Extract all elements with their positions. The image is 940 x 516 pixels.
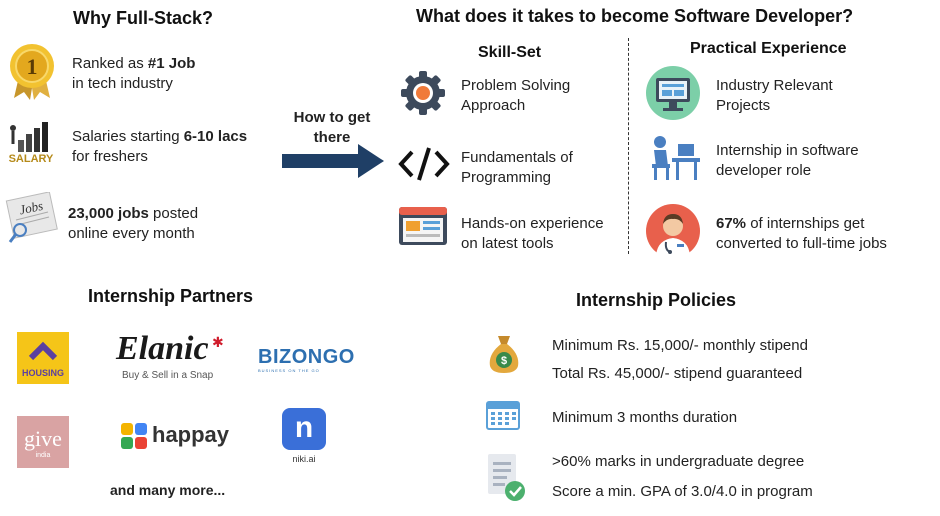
bizongo-logo: BIZONGO BUSINESS ON THE GO: [258, 346, 355, 373]
give-india-logo: give india: [17, 416, 69, 468]
partners-title: Internship Partners: [88, 286, 254, 306]
policy-monthly-stipend: Minimum Rs. 15,000/- monthly stipend: [552, 337, 808, 354]
skillset-title: Skill-Set: [478, 44, 542, 61]
svg-text:$: $: [501, 355, 507, 367]
svg-text:1: 1: [27, 54, 38, 79]
salary-chart-icon: SALARY: [4, 116, 58, 165]
housing-logo: HOUSING: [17, 332, 69, 384]
calendar-icon: [486, 398, 520, 430]
policy-duration: Minimum 3 months duration: [552, 409, 738, 426]
niki-ai-logo: n niki.ai: [282, 408, 326, 468]
section-divider: [628, 38, 629, 254]
right-arrow-icon: [282, 144, 386, 178]
practical-title: Practical Experience: [690, 40, 847, 57]
projects-monitor-icon: [646, 66, 700, 120]
practical-conversion: 67% of internships get converted to full…: [716, 215, 887, 252]
medal-icon: 1: [8, 42, 56, 100]
desk-worker-icon: [648, 134, 702, 182]
jobs-newspaper-icon: Jobs: [4, 191, 60, 244]
svg-text:Jobs: Jobs: [18, 198, 44, 218]
policies-title: Internship Policies: [576, 290, 737, 310]
svg-text:SALARY: SALARY: [9, 153, 54, 164]
salary-text: Salaries starting 6-10 lacs for freshers: [72, 128, 248, 165]
policy-gpa: Score a min. GPA of 3.0/4.0 in program: [552, 483, 813, 500]
elanic-logo: Elanic Buy & Sell in a Snap ✱: [116, 330, 224, 382]
checklist-icon: [484, 450, 528, 504]
rank-text: Ranked as #1 Job in tech industry: [72, 55, 196, 92]
partners-more: and many more...: [110, 482, 226, 498]
professional-avatar-icon: [646, 204, 700, 258]
gear-icon: [400, 70, 446, 116]
jobs-text: 23,000 jobs posted online every month: [68, 205, 199, 242]
code-icon: [398, 144, 450, 184]
money-bag-icon: $: [484, 332, 524, 374]
policy-undergrad-marks: >60% marks in undergraduate degree: [552, 453, 805, 470]
policy-total-stipend: Total Rs. 45,000/- stipend guaranteed: [552, 365, 803, 382]
developer-title: What does it takes to become Software De…: [416, 6, 854, 26]
browser-tools-icon: [398, 206, 448, 246]
happay-logo: happay: [120, 420, 230, 454]
why-fullstack-title: Why Full-Stack?: [73, 8, 214, 28]
